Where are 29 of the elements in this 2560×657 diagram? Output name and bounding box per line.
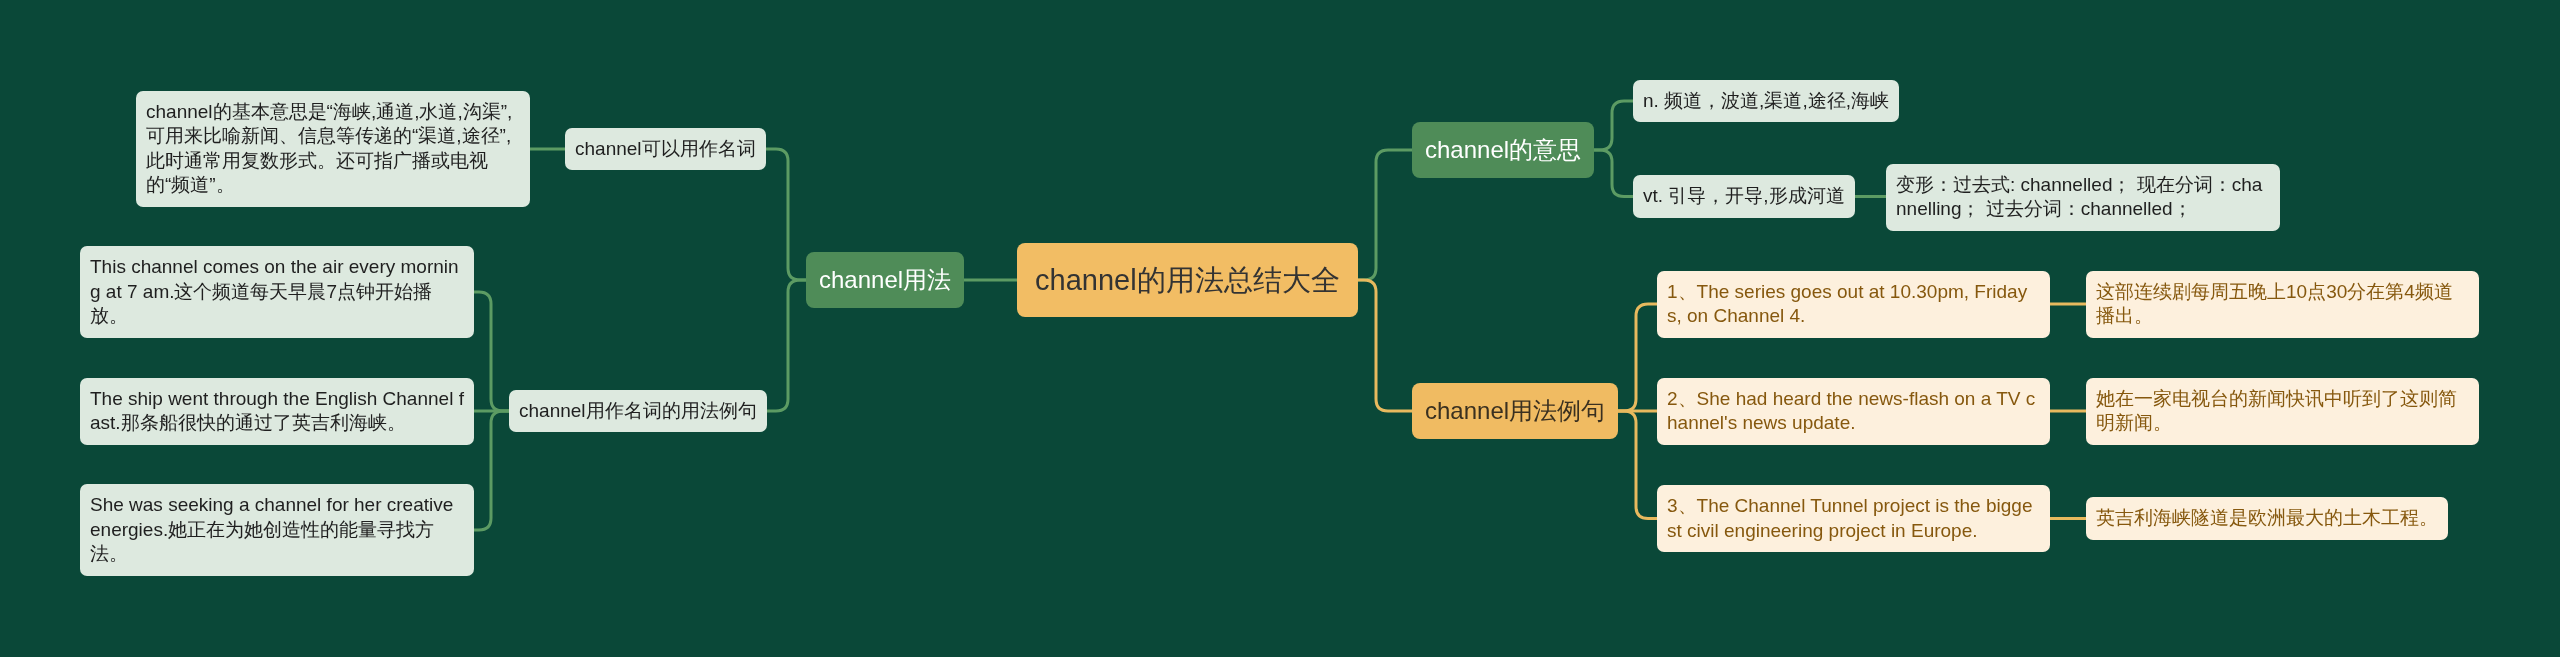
connector-line <box>530 147 565 151</box>
note-box: This channel comes on the air every morning at 7 am.这个频道每天早晨7点钟开始播放。 <box>80 246 474 338</box>
connector-line <box>1594 148 1633 198</box>
note-box: 2、She had heard the news-flash on a TV channel's news update. <box>1657 377 2050 445</box>
note-box: n. 频道，波道,渠道,途径,海峡 <box>1633 79 1899 122</box>
branch-topic-box: channel用法例句 <box>1412 383 1619 439</box>
note-box: 英吉利海峡隧道是欧洲最大的土木工程。 <box>2086 497 2448 540</box>
central-topic-box: channel的用法总结大全 <box>1017 243 1358 317</box>
connector-line <box>964 278 1017 282</box>
note-box: channel可以用作名词 <box>565 127 766 170</box>
note-box: The ship went through the English Channel fast.那条船很快的通过了英吉利海峡。 <box>80 377 474 445</box>
note-box: 这部连续剧每周五晚上10点30分在第4频道播出。 <box>2086 270 2479 338</box>
connector-line <box>1618 409 1657 520</box>
connector-line <box>2050 302 2086 306</box>
note-box: channel的基本意思是“海峡,通道,水道,沟渠”,可用来比喻新闻、信息等传递的“渠道,途径”,此时通常用复数形式。还可指广播或电视的“频道”。 <box>136 90 530 207</box>
note-box: She was seeking a channel for her creative energies.她正在为她创造性的能量寻找方法。 <box>80 484 474 576</box>
branch-topic-box: channel的意思 <box>1412 122 1595 178</box>
branch-topic-box: channel用法 <box>806 252 965 308</box>
note-box: 1、The series goes out at 10.30pm, Fridays, on Channel 4. <box>1657 270 2050 338</box>
note-box: vt. 引导，开导,形成河道 <box>1633 175 1855 218</box>
connector-line <box>2050 517 2086 520</box>
note-box: 3、The Channel Tunnel project is the biggest civil engineering project in Europe. <box>1657 485 2050 552</box>
connector-line <box>1855 195 1886 198</box>
note-box: 变形：过去式: channelled； 现在分词：channelling； 过去分词：channelled； <box>1886 163 2280 231</box>
note-box: channel用作名词的用法例句 <box>509 389 767 432</box>
connector-line <box>767 278 806 413</box>
connector-line <box>1358 278 1412 413</box>
connector-line <box>2050 409 2086 413</box>
note-box: 她在一家电视台的新闻快讯中听到了这则简明新闻。 <box>2086 377 2479 445</box>
